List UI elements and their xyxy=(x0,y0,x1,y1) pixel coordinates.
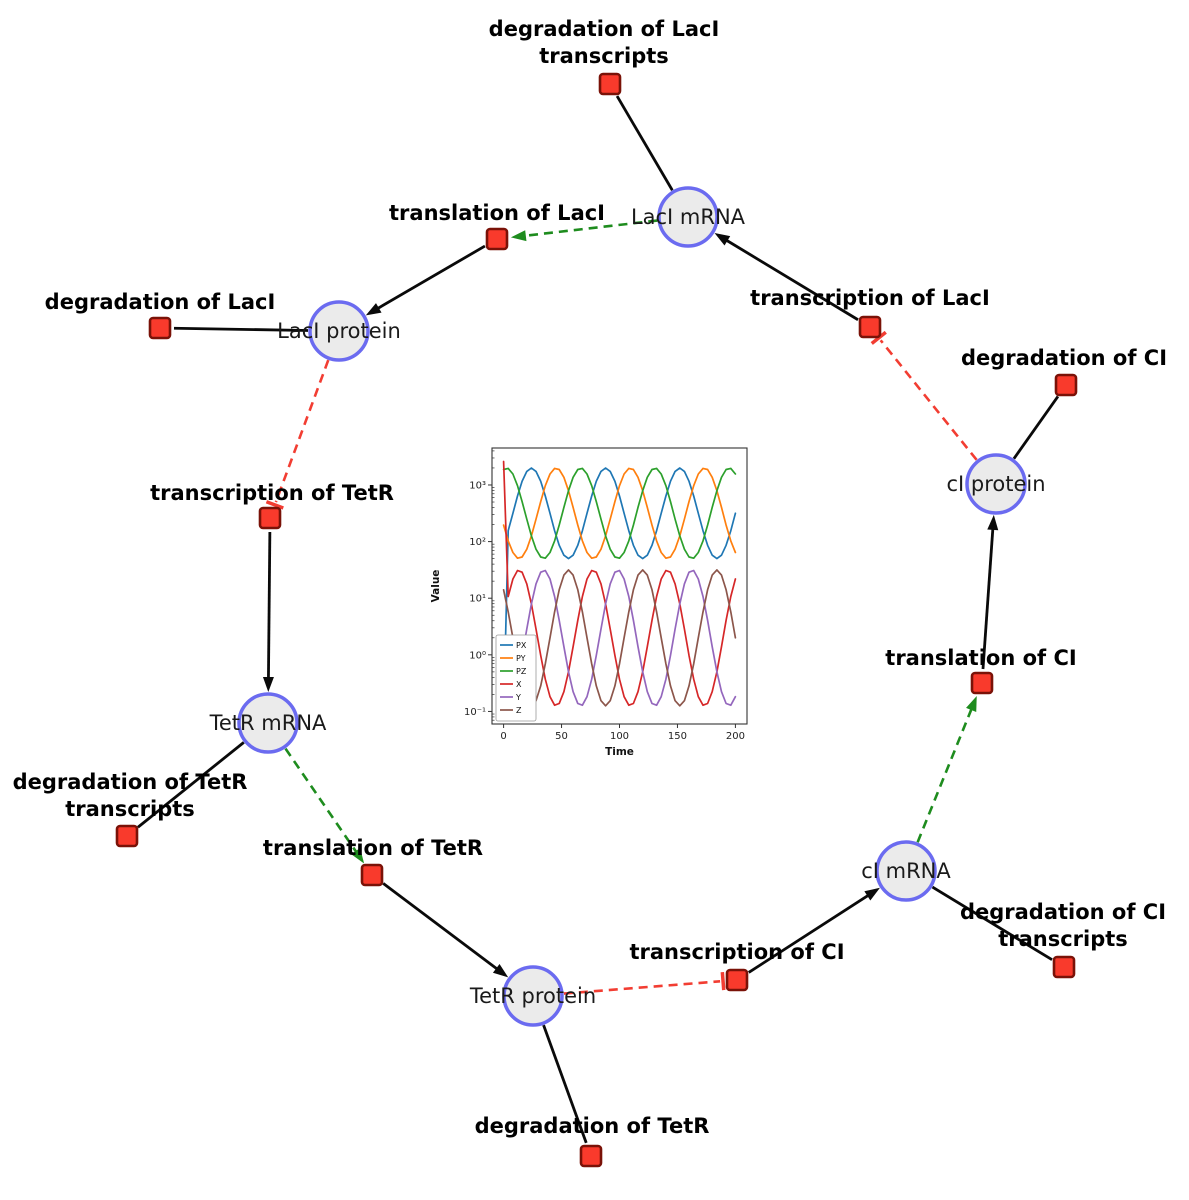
reaction-label-translation-ci: translation of CI xyxy=(885,646,1076,670)
reaction-node-translation-tetr xyxy=(360,863,384,887)
species-label-ci-mrna: cI mRNA xyxy=(861,859,951,883)
edge-ci-mrna-to-translation-ci xyxy=(916,706,974,843)
series-line-PZ xyxy=(502,467,737,560)
edge-translation-tetr-to-tetr-protein xyxy=(382,882,500,972)
edge-ci-mrna-to-translation-ci-arrowhead-icon xyxy=(966,695,977,712)
edge-tetr-mrna-to-translation-tetr xyxy=(284,747,359,855)
edge-ci-protein-to-transcription-laci xyxy=(879,339,978,461)
x-tick-label: 150 xyxy=(668,731,687,742)
chart-frame xyxy=(491,447,748,725)
series-line-PX xyxy=(502,467,737,718)
reaction-node-deg-laci xyxy=(148,316,172,340)
legend-label-PX: PX xyxy=(516,641,527,650)
series-line-X xyxy=(502,460,737,707)
edge-laci-mrna-to-translation-laci-arrowhead-icon xyxy=(510,230,527,242)
reaction-label-transcription-laci: transcription of LacI xyxy=(750,286,990,310)
edge-translation-laci-to-laci-protein xyxy=(375,244,486,311)
edge-transcription-laci-to-laci-mrna xyxy=(724,238,859,321)
edge-transcription-tetr-to-tetr-mrna xyxy=(267,531,272,681)
reaction-node-deg-tetr-transcripts xyxy=(115,824,139,848)
edge-laci-protein-to-transcription-tetr-tee-icon xyxy=(265,500,284,510)
reaction-node-transcription-ci xyxy=(725,968,749,992)
y-tick-label: 10³ xyxy=(469,480,486,491)
series-line-PY xyxy=(502,467,737,560)
reaction-label-translation-tetr: translation of TetR xyxy=(263,836,483,860)
reaction-label-deg-ci-transcripts-line2: transcripts xyxy=(998,927,1128,951)
edge-transcription-ci-to-ci-mrna xyxy=(748,893,871,974)
reaction-label-deg-laci-transcripts-line2: transcripts xyxy=(539,44,669,68)
species-node-ci-protein xyxy=(965,453,1027,515)
x-tick-label: 0 xyxy=(500,731,506,742)
reaction-label-deg-tetr: degradation of TetR xyxy=(475,1114,710,1138)
reaction-label-deg-tetr-transcripts-line1: degradation of TetR xyxy=(13,770,248,794)
reaction-label-deg-tetr-transcripts-line2: transcripts xyxy=(65,797,195,821)
series-line-Z xyxy=(502,569,737,707)
y-axis-label: Value xyxy=(430,570,442,603)
edge-transcription-tetr-to-tetr-mrna-arrowhead-icon xyxy=(262,676,274,693)
edge-transcription-ci-to-ci-mrna-arrowhead-icon xyxy=(864,887,880,901)
edge-laci-mrna-to-deg-laci-transcripts xyxy=(615,95,674,191)
reaction-node-deg-ci xyxy=(1054,373,1078,397)
edge-translation-tetr-to-tetr-protein-arrowhead-icon xyxy=(492,963,509,978)
x-axis-label: Time xyxy=(605,746,634,758)
x-tick-label: 200 xyxy=(726,731,745,742)
legend-label-Y: Y xyxy=(515,693,521,702)
series-line-Y xyxy=(502,569,737,707)
legend-label-PY: PY xyxy=(516,654,526,663)
edge-translation-ci-to-ci-protein xyxy=(981,526,995,670)
reaction-node-transcription-tetr xyxy=(258,506,282,530)
edge-transcription-laci-to-laci-mrna-arrowhead-icon xyxy=(714,233,731,246)
series-group xyxy=(502,460,737,718)
y-tick-label: 10⁻¹ xyxy=(464,707,486,718)
legend-label-PZ: PZ xyxy=(516,667,527,676)
reaction-node-transcription-laci xyxy=(858,315,882,339)
reaction-label-deg-laci-transcripts-line1: degradation of LacI xyxy=(489,17,720,41)
edge-translation-laci-to-laci-protein-arrowhead-icon xyxy=(365,303,382,316)
edge-laci-protein-to-deg-laci xyxy=(173,326,309,332)
species-node-laci-protein xyxy=(308,300,370,362)
reaction-node-translation-laci xyxy=(485,227,509,251)
species-node-tetr-protein xyxy=(502,965,564,1027)
species-node-tetr-mrna xyxy=(237,692,299,754)
edge-laci-mrna-to-translation-laci xyxy=(522,219,658,238)
edge-laci-protein-to-transcription-tetr xyxy=(274,359,330,503)
edge-tetr-protein-to-transcription-ci xyxy=(563,980,721,995)
legend-label-X: X xyxy=(516,680,522,689)
species-label-laci-protein: LacI protein xyxy=(277,319,401,343)
species-label-tetr-mrna: TetR mRNA xyxy=(209,711,327,735)
chart-legend xyxy=(495,634,537,722)
reaction-label-deg-ci: degradation of CI xyxy=(961,346,1167,370)
edge-ci-protein-to-deg-ci xyxy=(1012,395,1060,460)
reaction-label-translation-laci: translation of LacI xyxy=(389,201,605,225)
species-label-laci-mrna: LacI mRNA xyxy=(631,205,746,229)
species-node-ci-mrna xyxy=(875,840,937,902)
reaction-node-deg-laci-transcripts xyxy=(598,72,622,96)
edge-tetr-mrna-to-translation-tetr-arrowhead-icon xyxy=(351,847,365,864)
reaction-label-deg-laci: degradation of LacI xyxy=(45,290,276,314)
reaction-node-deg-ci-transcripts xyxy=(1052,955,1076,979)
y-tick-label: 10² xyxy=(469,537,486,548)
x-tick-label: 100 xyxy=(610,731,629,742)
species-label-ci-protein: cI protein xyxy=(946,472,1045,496)
edge-tetr-protein-to-transcription-ci-tee-icon xyxy=(720,971,726,991)
reaction-node-translation-ci xyxy=(970,671,994,695)
edge-translation-ci-to-ci-protein-arrowhead-icon xyxy=(987,514,999,531)
reaction-label-deg-ci-transcripts-line1: degradation of CI xyxy=(960,900,1166,924)
reaction-label-transcription-tetr: transcription of TetR xyxy=(150,481,394,505)
legend-label-Z: Z xyxy=(516,706,522,715)
x-tick-label: 50 xyxy=(555,731,568,742)
reaction-label-transcription-ci: transcription of CI xyxy=(629,940,844,964)
edge-tetr-protein-to-deg-tetr xyxy=(542,1024,588,1144)
y-tick-label: 10¹ xyxy=(469,594,486,605)
edge-ci-mrna-to-deg-ci-transcripts xyxy=(931,885,1053,961)
species-node-laci-mrna xyxy=(657,186,719,248)
species-label-tetr-protein: TetR protein xyxy=(469,984,596,1008)
reaction-node-deg-tetr xyxy=(579,1144,603,1168)
y-tick-label: 10⁰ xyxy=(469,650,486,661)
edge-tetr-mrna-to-deg-tetr-transcripts xyxy=(137,741,245,829)
